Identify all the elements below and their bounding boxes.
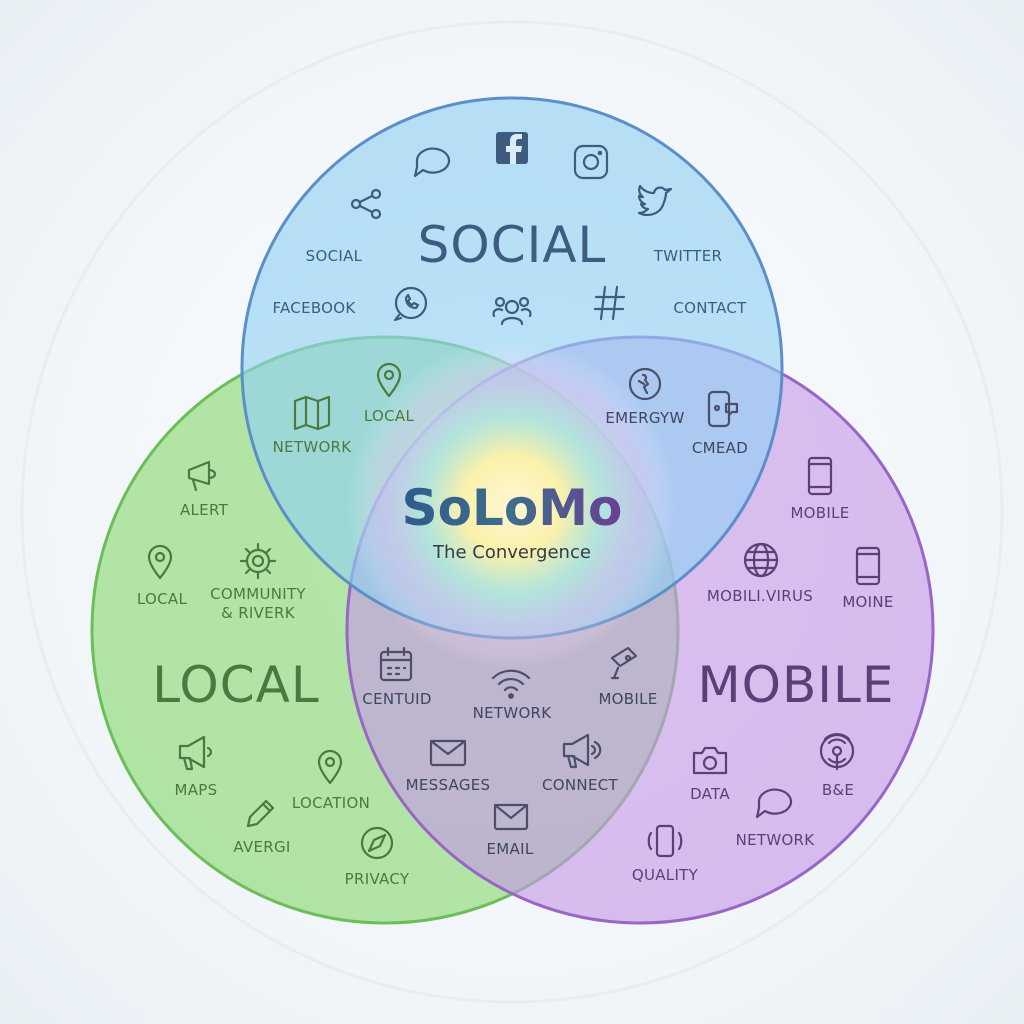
local-mobile-label-email: EMAIL [487, 840, 534, 858]
social-local-label-local: LOCAL [364, 407, 415, 425]
mail-icon [493, 803, 529, 831]
pencil-icon [246, 799, 275, 828]
twitter-icon [637, 184, 673, 216]
chat-bubble-icon [413, 147, 451, 178]
local-mobile-label-mobile: MOBILE [598, 690, 657, 708]
broadcast-icon [819, 732, 855, 771]
whatsapp-icon [393, 286, 428, 322]
phone-icon [855, 546, 881, 586]
alert-icon [187, 460, 217, 492]
smartphone-icon [807, 456, 833, 496]
social-label-contact: CONTACT [673, 299, 747, 317]
mobile-label-data: DATA [690, 785, 730, 803]
calendar-icon [379, 646, 413, 682]
local-label-local: LOCAL [137, 590, 188, 608]
camera-device-icon [610, 646, 638, 680]
mobile-heading: MOBILE [698, 656, 895, 714]
gear-icon [239, 542, 277, 580]
wifi-icon [491, 669, 531, 699]
social-label-social: SOCIAL [306, 247, 363, 265]
facebook-icon [496, 132, 528, 164]
camera-icon [692, 746, 728, 775]
instagram-icon [573, 144, 609, 180]
local-mobile-label-network: NETWORK [473, 704, 553, 722]
hashtag-icon [593, 285, 626, 321]
envelope-icon [429, 739, 467, 767]
mobile-label-network: NETWORK [736, 831, 816, 849]
map-pin-icon [376, 362, 402, 398]
chat-bubble-icon [755, 788, 793, 819]
center-subtitle: The Convergence [432, 542, 591, 563]
background-ring [20, 20, 1004, 1004]
social-mobile-label-cmead: CMEAD [692, 439, 748, 457]
local-label-privacy: PRIVACY [345, 870, 410, 888]
mobile-label-mobilivirus: MOBILI.VIRUS [707, 587, 813, 605]
local-mobile-label-centuid: CENTUID [362, 690, 431, 708]
globe-icon [743, 542, 779, 578]
convergence-glow [347, 340, 677, 670]
social-label-facebook: FACEBOOK [272, 299, 356, 317]
mobile-label-moine: MOINE [842, 593, 893, 611]
local-label-riverk: & RIVERK [221, 604, 296, 622]
share-icon [350, 188, 382, 220]
center-title: SoLoMo [402, 479, 623, 537]
mobile-label-quality: QUALITY [632, 866, 699, 884]
social-mobile-label-emergyw: EMERGYW [605, 409, 684, 427]
local-mobile-label-messages: MESSAGES [406, 776, 491, 794]
social-heading: SOCIAL [418, 216, 607, 274]
location-pin-icon [317, 749, 343, 785]
local-label-community: COMMUNITY [210, 585, 306, 603]
phone-chat-icon [707, 390, 739, 428]
map-icon [293, 395, 331, 431]
social-local-label-network: NETWORK [273, 438, 353, 456]
local-label-maps: MAPS [175, 781, 218, 799]
local-label-avergi: AVERGI [233, 838, 290, 856]
vibrating-phone-icon [647, 824, 683, 858]
megaphone-icon [562, 733, 602, 769]
local-label-alert: ALERT [180, 501, 229, 519]
people-icon [492, 296, 532, 326]
mobile-label-be: B&E [822, 781, 854, 799]
map-pin-icon [147, 544, 173, 580]
compass-icon [360, 826, 394, 860]
megaphone-icon [178, 735, 213, 771]
globe-figure-icon [628, 367, 662, 401]
mobile-label-mobile: MOBILE [790, 504, 849, 522]
local-mobile-label-connect: CONNECT [542, 776, 618, 794]
social-label-twitter: TWITTER [653, 247, 722, 265]
local-heading: LOCAL [152, 656, 319, 714]
local-label-location: LOCATION [292, 794, 370, 812]
